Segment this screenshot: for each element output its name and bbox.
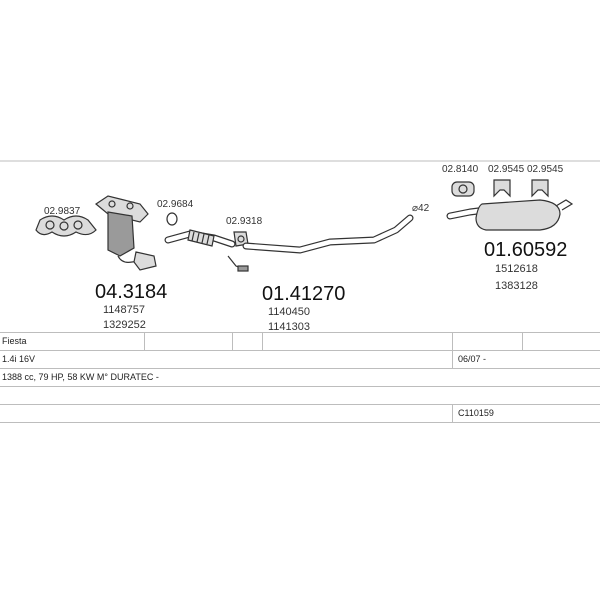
- front-pipe-number: 01.41270: [262, 283, 345, 305]
- rear-silencer-ref-1: 1512618: [495, 263, 538, 275]
- mount-1-number: 02.8140: [442, 164, 479, 175]
- info-row-engine: 1.4i 16V 06/07 -: [0, 351, 600, 369]
- flange-gasket-number: 02.9318: [226, 216, 263, 227]
- info-row-empty: [0, 387, 600, 405]
- model-cell: Fiesta: [2, 336, 27, 346]
- manifold-gasket-number: 02.9837: [44, 206, 81, 217]
- catalyst-ref-2: 1329252: [103, 319, 146, 331]
- mount-2-part[interactable]: [493, 179, 511, 198]
- catalyst-number: 04.3184: [95, 281, 167, 303]
- rear-silencer-part[interactable]: [446, 199, 574, 231]
- exhaust-diagram: 02.9837 04.3184 1148757 1329252 02.9684 …: [0, 160, 600, 332]
- front-pipe-ref-2: 1141303: [268, 321, 310, 332]
- mount-3-part[interactable]: [531, 179, 549, 198]
- info-row-model: Fiesta: [0, 332, 600, 351]
- mount-1-part[interactable]: [451, 181, 475, 197]
- front-pipe-ref-1: 1140450: [268, 306, 310, 318]
- info-row-spec: 1388 cc, 79 HP, 58 KW M° DURATEC -: [0, 369, 600, 387]
- pipe-diameter-label: ⌀42: [412, 203, 430, 214]
- mount-2-number: 02.9545: [488, 164, 525, 175]
- rear-silencer-ref-2: 1383128: [495, 280, 538, 292]
- rear-silencer-number: 01.60592: [484, 239, 567, 261]
- manifold-gasket-part[interactable]: [35, 215, 97, 237]
- date-cell: 06/07 -: [458, 354, 487, 364]
- code-cell: C110159: [458, 408, 494, 418]
- ring-gasket-number: 02.9684: [157, 199, 194, 210]
- engine-cell: 1.4i 16V: [2, 354, 36, 364]
- info-row-code: C110159: [0, 405, 600, 423]
- mount-3-number: 02.9545: [527, 164, 564, 175]
- catalyst-ref-1: 1148757: [103, 304, 145, 316]
- catalyst-part[interactable]: [94, 195, 157, 271]
- ring-gasket-part[interactable]: [166, 212, 178, 226]
- spec-cell: 1388 cc, 79 HP, 58 KW M° DURATEC -: [2, 372, 159, 382]
- vehicle-info-table: Fiesta 1.4i 16V 06/07 - 1388 cc, 79 HP, …: [0, 332, 600, 423]
- front-pipe-part[interactable]: [164, 214, 414, 272]
